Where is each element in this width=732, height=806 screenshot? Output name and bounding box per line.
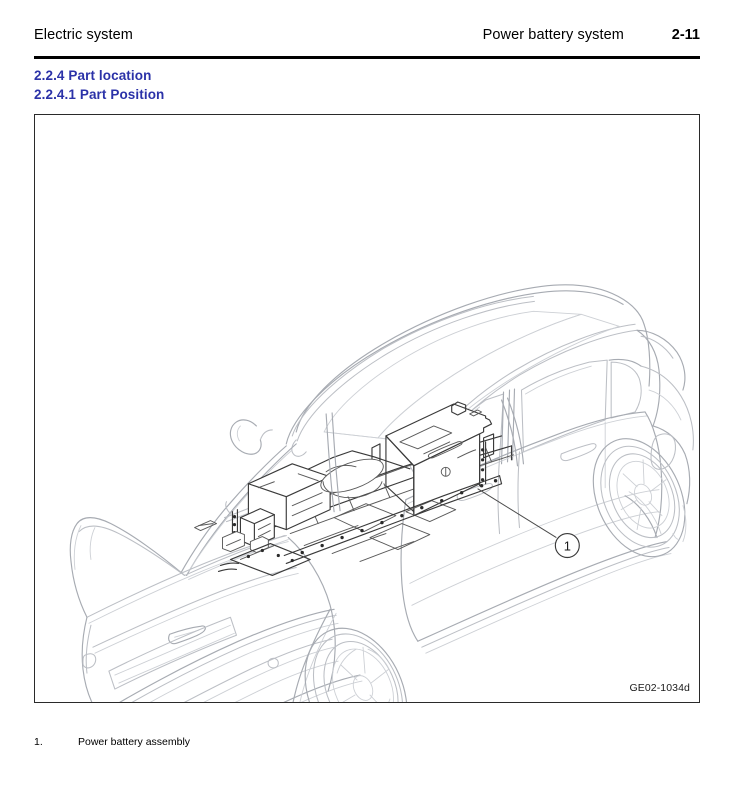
battery-upper-module <box>371 401 495 517</box>
battery-front-crossmember <box>217 542 311 577</box>
vehicle-body-side <box>400 411 672 654</box>
front-wheel <box>304 627 408 702</box>
hv-cable-runs <box>325 397 525 513</box>
battery-side-bolt-strip <box>479 441 487 487</box>
figure-legend: 1. Power battery assembly <box>34 735 700 750</box>
subsection-heading: 2.2.4.1 Part Position <box>34 87 165 102</box>
battery-harness-tag <box>194 520 217 532</box>
power-battery-assembly <box>194 397 525 577</box>
battery-oval-cover <box>320 458 384 499</box>
figure-code: GE02-1034d <box>629 682 690 694</box>
header-left-title: Electric system <box>34 27 133 43</box>
figure-frame: .bl { fill:none; stroke:#bcbfc5; stroke-… <box>34 114 700 703</box>
legend-item-number: 1. <box>34 736 43 748</box>
battery-front-connector-cluster <box>222 508 275 553</box>
header-center-title: Power battery system <box>482 27 624 43</box>
callout-1[interactable]: 1 <box>477 488 580 559</box>
callout-1-number: 1 <box>564 539 571 554</box>
header-divider-rule <box>34 56 700 59</box>
vehicle-battery-location-illustration: .bl { fill:none; stroke:#bcbfc5; stroke-… <box>69 284 694 702</box>
section-heading: 2.2.4 Part location <box>34 68 152 83</box>
page-header: Electric system Power battery system 2-1… <box>34 26 700 52</box>
page-number: 2-11 <box>671 27 700 43</box>
rear-wheel <box>592 438 686 558</box>
battery-mid-plate <box>333 500 457 550</box>
vehicle-rear-quarter <box>636 329 694 542</box>
legend-item-label: Power battery assembly <box>78 736 191 748</box>
section-heading-block: 2.2.4 Part location 2.2.4.1 Part Positio… <box>34 66 700 104</box>
legend-item: 1. Power battery assembly <box>34 735 700 750</box>
vehicle-front-end <box>69 517 363 702</box>
battery-mounting-rail-rear <box>283 475 503 565</box>
